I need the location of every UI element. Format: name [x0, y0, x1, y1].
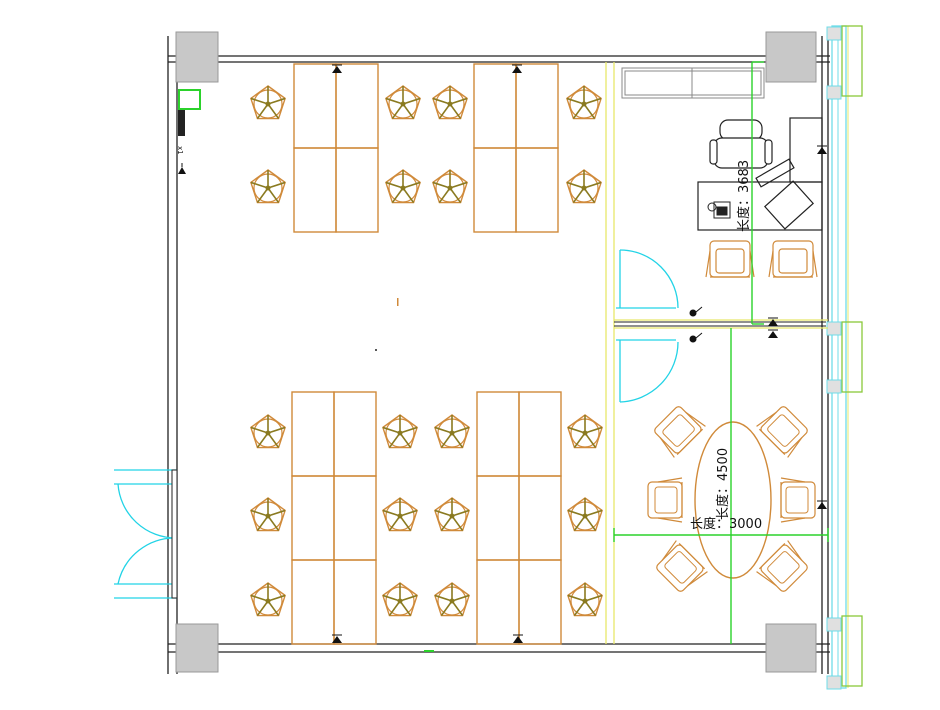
entrance-door: [114, 469, 178, 599]
window-wall-right: [826, 25, 863, 690]
swivel-chair-icon: [567, 414, 603, 449]
desk: [473, 63, 517, 149]
armchair-icon: [756, 406, 808, 458]
wall-fixture: x1: [176, 89, 201, 174]
office-guest-chairs: [705, 240, 818, 278]
column-bottom-left: [175, 623, 219, 673]
phone-icon: [707, 201, 731, 219]
swivel-chair-icon: [434, 497, 470, 532]
armchair-icon: [647, 477, 683, 523]
column-bottom-right: [765, 623, 817, 673]
desk: [293, 63, 337, 149]
swivel-chair-icon: [385, 85, 421, 120]
swivel-chair-icon: [567, 582, 603, 617]
armchair-icon: [756, 540, 808, 592]
partition-lines: [614, 321, 826, 327]
desk: [476, 475, 520, 561]
armchair-icon: [654, 406, 706, 458]
dimension-office-length: 长度：3683: [736, 160, 752, 232]
door-swing-icon: [689, 306, 703, 343]
armchair-icon: [705, 240, 755, 278]
office-cabinet: [621, 67, 765, 99]
columns: [175, 31, 817, 673]
power-outlet-icon: [768, 317, 778, 326]
power-outlet-icon: [332, 64, 342, 73]
meeting-chairs: [647, 406, 816, 592]
swivel-chair-icon: [250, 85, 286, 120]
swivel-chair-icon: [566, 85, 602, 120]
swivel-chair-icon: [250, 169, 286, 204]
power-outlet-icon: [332, 634, 342, 643]
workstation-chairs: [250, 85, 603, 617]
swivel-chair-icon: [432, 85, 468, 120]
dimension-table-length: 长度：4500: [715, 448, 731, 520]
swivel-chair-icon: [382, 582, 418, 617]
dimension-room-length: 长度：3000: [690, 516, 762, 532]
swivel-chair-icon: [250, 497, 286, 532]
swivel-chair-icon: [250, 582, 286, 617]
wall-tag: x1: [176, 146, 184, 155]
desk: [518, 475, 562, 561]
swivel-chair-icon: [382, 414, 418, 449]
desk: [476, 559, 520, 645]
outlets: [332, 64, 827, 643]
desk: [515, 147, 559, 233]
desk: [333, 559, 377, 645]
desk: [476, 391, 520, 477]
desk: [335, 63, 379, 149]
swivel-chair-icon: [432, 169, 468, 204]
column-top-right: [765, 31, 817, 83]
small-mark: [375, 349, 377, 351]
desk: [333, 391, 377, 477]
desk: [473, 147, 517, 233]
swivel-chair-icon: [250, 414, 286, 449]
office-door-lower: [616, 339, 679, 403]
power-outlet-icon: [513, 634, 523, 643]
swivel-chair-icon: [382, 497, 418, 532]
power-outlet-icon: [768, 329, 778, 338]
small-mark: [424, 650, 434, 652]
office-desk: [697, 117, 823, 231]
desk: [291, 391, 335, 477]
armchair-icon: [768, 240, 818, 278]
power-outlet-icon: [512, 64, 522, 73]
desk: [515, 63, 559, 149]
desk: [333, 475, 377, 561]
desk: [293, 147, 337, 233]
swivel-chair-icon: [434, 414, 470, 449]
swivel-chair-icon: [385, 169, 421, 204]
office-door-upper: [616, 249, 679, 309]
desk: [291, 475, 335, 561]
swivel-chair-icon: [566, 169, 602, 204]
desk: [291, 559, 335, 645]
meeting-table: [694, 421, 772, 579]
armchair-icon: [656, 540, 708, 592]
desk: [335, 147, 379, 233]
power-outlet-icon: [817, 145, 827, 154]
desk: [518, 559, 562, 645]
workstation-desks: [291, 63, 562, 645]
small-mark: [397, 298, 399, 306]
partitions: [605, 62, 828, 644]
swivel-chair-icon: [434, 582, 470, 617]
power-outlet-icon: [178, 163, 186, 174]
desk: [518, 391, 562, 477]
power-outlet-icon: [817, 500, 827, 509]
swivel-chair-icon: [567, 497, 603, 532]
armchair-icon: [780, 477, 816, 523]
dimension-lines: [613, 61, 829, 644]
column-top-left: [175, 31, 219, 83]
